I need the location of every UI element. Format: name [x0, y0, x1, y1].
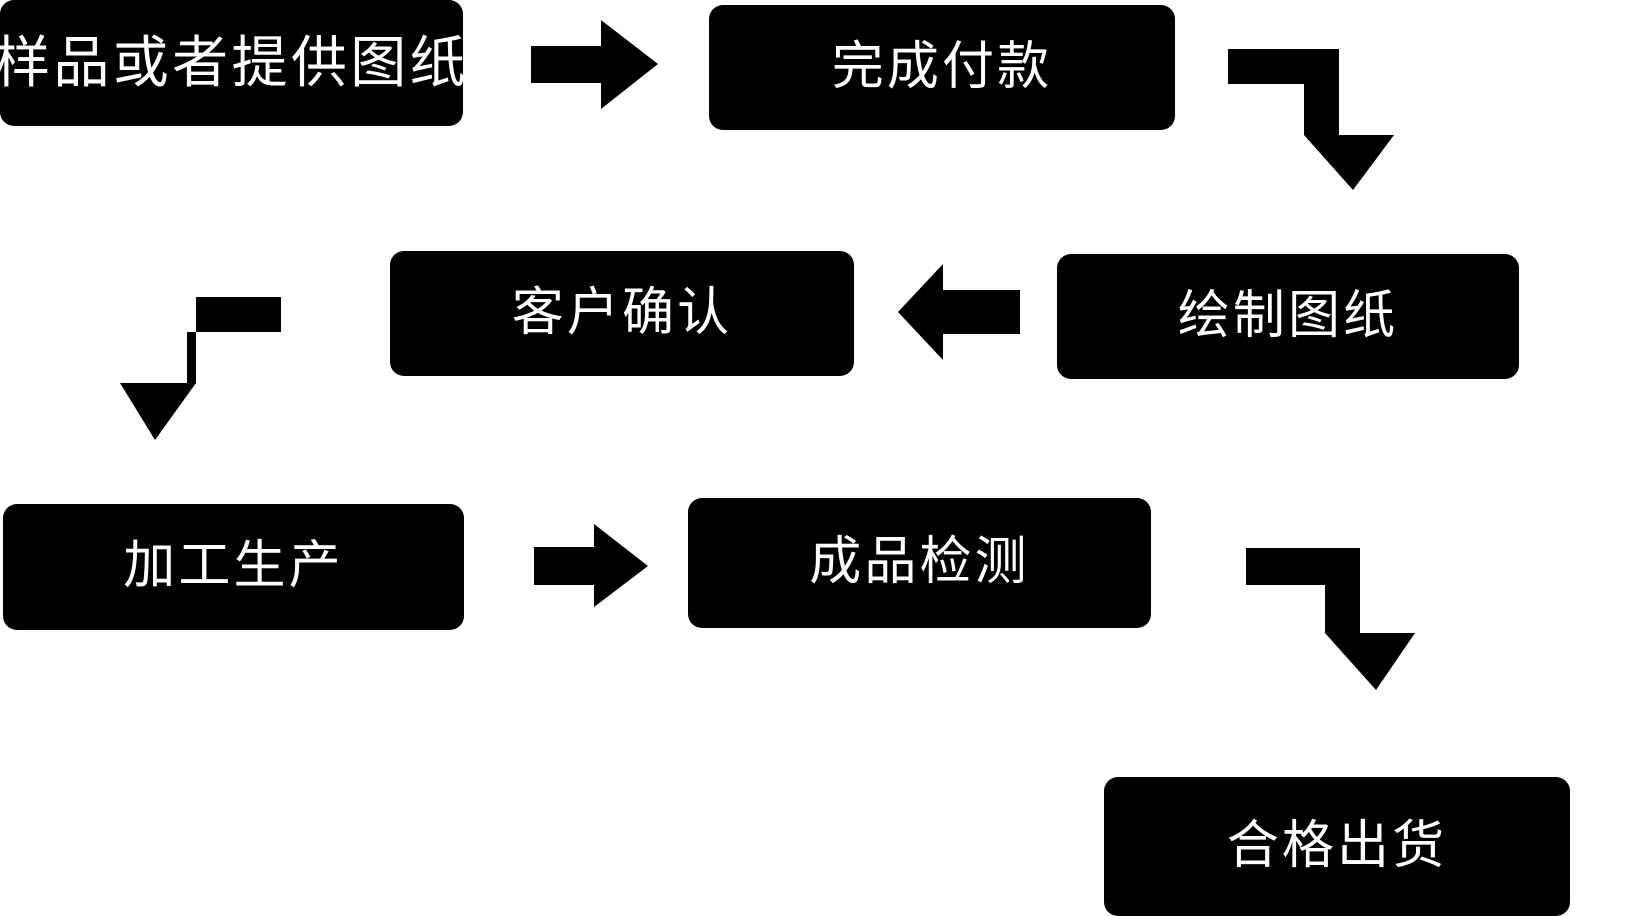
flow-node-label: 绘制图纸 — [1177, 286, 1399, 345]
flow-node-label: 加工生产 — [123, 537, 344, 596]
arrow-right-icon — [534, 524, 648, 607]
flow-node-label: 客户确认 — [511, 283, 733, 342]
flow-node-draw-drawing[interactable]: 绘制图纸 — [1057, 254, 1519, 379]
arrow-elbow-left-down-icon — [120, 297, 281, 440]
arrow-elbow-right-down-icon — [1228, 49, 1394, 190]
flow-node-sample-or-drawing[interactable]: 样品或者提供图纸 — [0, 0, 466, 126]
flow-node-qualified-shipment[interactable]: 合格出货 — [1104, 777, 1570, 916]
flow-node-label: 成品检测 — [809, 533, 1030, 592]
flow-node-label: 合格出货 — [1226, 816, 1448, 875]
flow-node-label: 样品或者提供图纸 — [0, 31, 469, 95]
arrow-left-icon — [898, 264, 1020, 360]
flow-node-processing-production[interactable]: 加工生产 — [3, 504, 464, 630]
flow-node-label: 完成付款 — [831, 37, 1053, 96]
arrow-elbow-right-down-icon — [1246, 548, 1415, 690]
arrow-right-icon — [531, 20, 658, 109]
flow-node-complete-payment[interactable]: 完成付款 — [709, 5, 1175, 130]
flow-node-customer-confirm[interactable]: 客户确认 — [390, 251, 854, 376]
flow-node-finished-inspection[interactable]: 成品检测 — [688, 498, 1151, 628]
